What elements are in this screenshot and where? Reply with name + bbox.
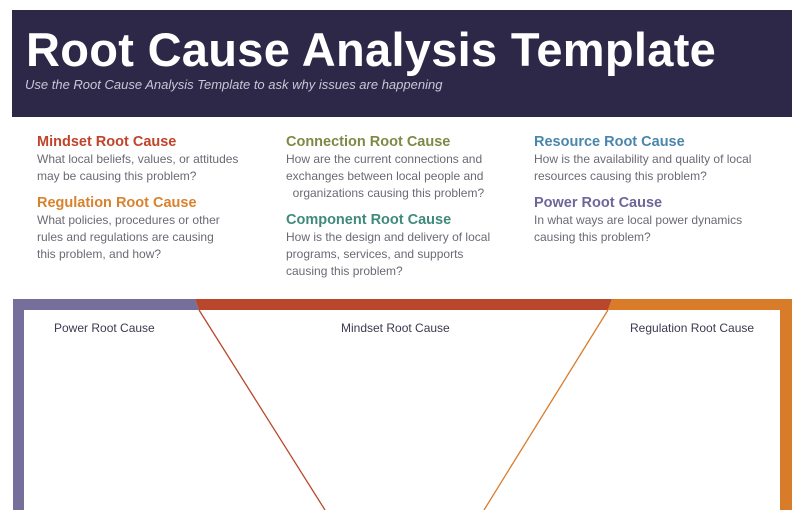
cause-description: How is the availability and quality of l…	[534, 152, 752, 183]
diagram-label-mindset: Mindset Root Cause	[341, 321, 450, 335]
cause-title: Component Root Cause	[286, 212, 452, 228]
causes-column-2: Connection Root Cause How are the curren…	[286, 133, 526, 289]
cause-power: Power Root Cause In what ways are local …	[534, 194, 794, 246]
cause-description: What local beliefs, values, or attitudes…	[37, 152, 239, 183]
cause-regulation: Regulation Root Cause What policies, pro…	[37, 194, 277, 263]
mindset-right-divider	[483, 309, 609, 510]
causes-column-3: Resource Root Cause How is the availabil…	[534, 133, 794, 255]
cause-resource: Resource Root Cause How is the availabil…	[534, 133, 794, 185]
root-cause-diagram	[13, 299, 792, 510]
mindset-section-band	[195, 299, 612, 310]
cause-component: Component Root Cause How is the design a…	[286, 211, 526, 280]
diagram-label-power: Power Root Cause	[54, 321, 155, 335]
diagram-label-regulation: Regulation Root Cause	[630, 321, 755, 335]
cause-mindset: Mindset Root Cause What local beliefs, v…	[37, 133, 277, 185]
mindset-left-divider	[198, 309, 326, 510]
page-title: Root Cause Analysis Template	[26, 23, 717, 76]
causes-column-1: Mindset Root Cause What local beliefs, v…	[37, 133, 277, 272]
cause-title: Connection Root Cause	[286, 134, 451, 150]
cause-title: Power Root Cause	[534, 195, 663, 211]
page-subtitle: Use the Root Cause Analysis Template to …	[25, 77, 443, 92]
header-banner	[12, 10, 792, 117]
cause-title: Regulation Root Cause	[37, 195, 197, 211]
cause-title: Mindset Root Cause	[37, 134, 177, 150]
cause-title: Resource Root Cause	[534, 134, 685, 150]
cause-connection: Connection Root Cause How are the curren…	[286, 133, 526, 202]
